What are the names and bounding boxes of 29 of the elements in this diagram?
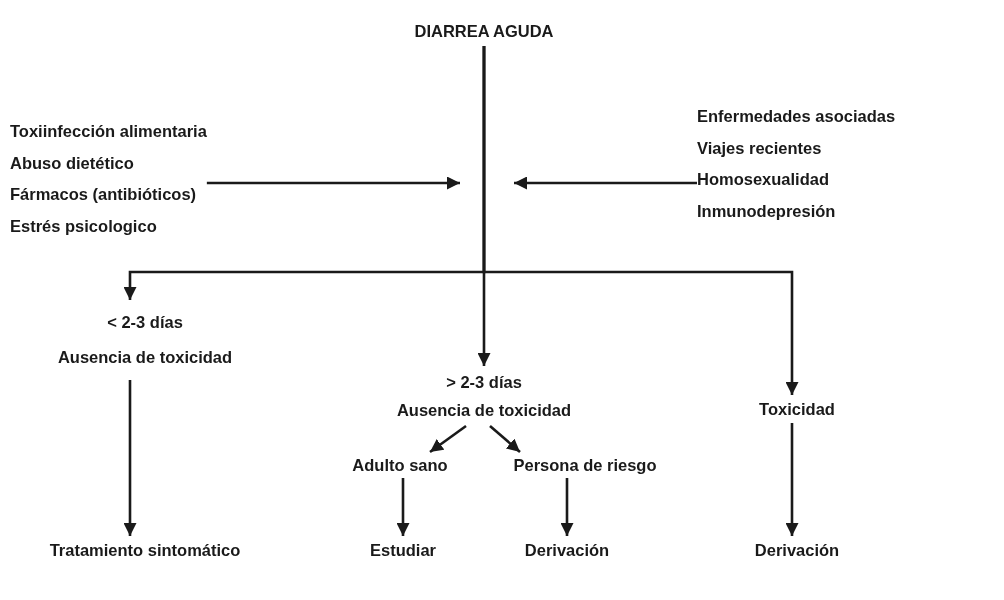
action-label: Derivación	[754, 540, 840, 561]
arrow	[482, 46, 799, 395]
arrow	[560, 478, 574, 536]
arrow	[396, 478, 410, 536]
arrow	[785, 423, 799, 536]
arrow	[123, 380, 137, 536]
cause-text: Estrés psicologico	[10, 215, 157, 237]
risk-factor-text: Viajes recientes	[697, 137, 822, 159]
risk-factor-text: Homosexualidad	[697, 169, 830, 190]
action-label: Adulto sano	[352, 455, 448, 476]
cause-text: Fármacos (antibióticos)	[10, 184, 197, 205]
arrow	[489, 425, 521, 453]
condition-label: Toxicidad	[759, 399, 835, 420]
condition-label: Ausencia de toxicidad	[57, 347, 233, 368]
condition-label: < 2-3 días	[107, 312, 183, 333]
action-label: Derivación	[524, 540, 610, 561]
action-label: Tratamiento sintomático	[49, 540, 241, 561]
condition-label: > 2-3 días	[446, 372, 522, 393]
risk-factor-text: Inmunodepresión	[697, 200, 836, 222]
action-label: Persona de riesgo	[513, 455, 657, 476]
heading: DIARREA AGUDA	[414, 21, 554, 42]
arrow	[429, 424, 467, 454]
action-label: Estudiar	[370, 540, 436, 561]
cause-text: Toxiinfección alimentaria	[10, 121, 207, 142]
arrow	[514, 176, 697, 190]
risk-factor-text: Enfermedades asociadas	[697, 106, 896, 127]
arrow	[206, 176, 460, 190]
condition-label: Ausencia de toxicidad	[396, 400, 572, 421]
cause-text: Abuso dietético	[10, 152, 134, 174]
